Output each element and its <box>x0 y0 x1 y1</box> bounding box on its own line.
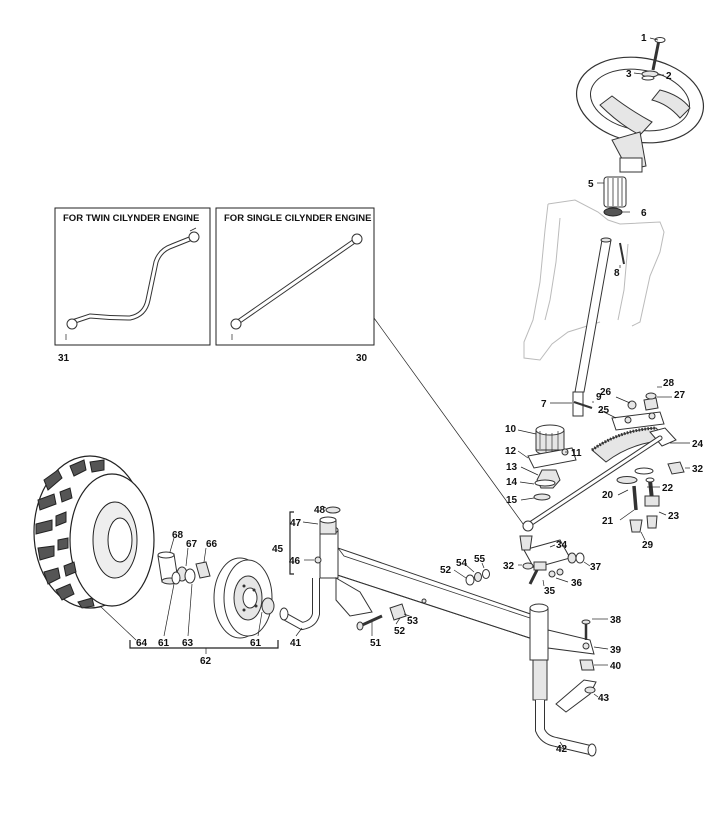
label-32-lower: 32 <box>503 561 515 572</box>
label-68: 68 <box>172 530 184 541</box>
label-14: 14 <box>506 477 518 488</box>
label-29: 29 <box>642 540 654 551</box>
label-53: 53 <box>407 616 419 627</box>
label-66: 66 <box>206 539 218 550</box>
label-8: 8 <box>614 268 620 279</box>
label-37: 37 <box>590 562 602 573</box>
label-62: 62 <box>200 656 212 667</box>
label-64: 64 <box>136 638 148 649</box>
label-38: 38 <box>610 615 622 626</box>
label-23: 23 <box>668 511 680 522</box>
label-32-upper: 32 <box>692 464 704 475</box>
label-45: 45 <box>272 544 284 555</box>
label-27: 27 <box>674 390 686 401</box>
label-46: 46 <box>289 556 301 567</box>
label-2: 2 <box>666 71 672 82</box>
label-1: 1 <box>641 33 647 44</box>
label-13: 13 <box>506 462 518 473</box>
label-24: 24 <box>692 439 704 450</box>
label-31: 31 <box>58 353 70 364</box>
dashboard-frame-outline <box>523 199 665 361</box>
label-30: 30 <box>356 353 368 364</box>
label-26: 26 <box>600 387 612 398</box>
label-21: 21 <box>602 516 614 527</box>
label-61-left: 61 <box>158 638 170 649</box>
left-spindle <box>279 578 320 631</box>
label-39: 39 <box>610 645 622 656</box>
inset-single-cylinder: FOR SINGLE CILYNDER ENGINE 30 <box>215 207 375 364</box>
label-9: 9 <box>596 392 602 403</box>
label-40: 40 <box>610 661 622 672</box>
label-7: 7 <box>541 399 547 410</box>
inset-leader <box>373 317 527 529</box>
right-spindle <box>532 659 597 757</box>
wheel-rim <box>213 557 273 639</box>
label-35: 35 <box>544 586 556 597</box>
steering-wheel <box>575 56 705 173</box>
label-52-lower: 52 <box>394 626 406 637</box>
label-34: 34 <box>556 540 568 551</box>
label-5: 5 <box>588 179 594 190</box>
label-42: 42 <box>556 744 568 755</box>
label-15: 15 <box>506 495 518 506</box>
label-63: 63 <box>182 638 194 649</box>
label-55: 55 <box>474 554 486 565</box>
sector-gear <box>591 426 677 463</box>
label-28: 28 <box>663 378 675 389</box>
label-52-upper: 52 <box>440 565 452 576</box>
label-22: 22 <box>662 483 674 494</box>
label-11: 11 <box>571 448 582 459</box>
drag-link <box>522 435 663 532</box>
spline-coupler <box>603 176 627 208</box>
label-41: 41 <box>290 638 302 649</box>
label-12: 12 <box>505 446 517 457</box>
inset-single-title: FOR SINGLE CILYNDER ENGINE <box>224 213 371 224</box>
inset-twin-title: FOR TWIN CILYNDER ENGINE <box>63 213 199 224</box>
label-20: 20 <box>602 490 614 501</box>
front-axle <box>319 525 549 661</box>
label-61-right: 61 <box>250 638 262 649</box>
inset-twin-cylinder: FOR TWIN CILYNDER ENGINE 31 <box>54 207 211 364</box>
label-54: 54 <box>456 558 468 569</box>
label-36: 36 <box>571 578 583 589</box>
label-51: 51 <box>370 638 382 649</box>
label-25: 25 <box>598 405 610 416</box>
part-labels: 1 2 3 5 6 7 8 9 10 11 12 13 14 15 20 21 … <box>136 33 704 755</box>
label-10: 10 <box>505 424 517 435</box>
label-48: 48 <box>314 505 326 516</box>
label-3: 3 <box>626 69 632 80</box>
label-43: 43 <box>598 693 610 704</box>
label-6: 6 <box>641 208 647 219</box>
label-47: 47 <box>290 518 302 529</box>
tire <box>33 455 155 609</box>
label-67: 67 <box>186 539 198 550</box>
